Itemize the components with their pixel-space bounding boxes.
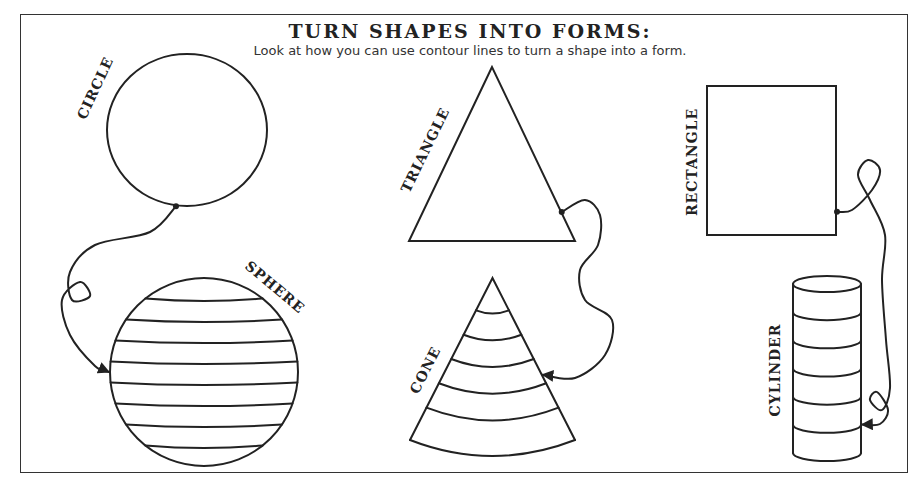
contour-line bbox=[793, 340, 861, 348]
shape-outline bbox=[792, 275, 862, 462]
diagram-title: TURN SHAPES INTO FORMS: bbox=[288, 21, 651, 42]
cylinder-form: CYLINDER bbox=[792, 275, 862, 462]
shape-outline bbox=[106, 53, 268, 207]
connector-group bbox=[543, 200, 614, 379]
cylinder-top bbox=[793, 276, 861, 292]
contour-line bbox=[111, 383, 298, 386]
contour-line bbox=[439, 383, 546, 393]
contour-line bbox=[464, 335, 522, 341]
contour-line bbox=[427, 408, 559, 421]
contour-line bbox=[115, 404, 292, 407]
cone-base bbox=[410, 440, 575, 456]
contour-line bbox=[793, 312, 861, 320]
contour-line bbox=[126, 320, 282, 323]
curly-connector bbox=[543, 200, 614, 379]
contour-line bbox=[145, 299, 262, 302]
cone-form: CONE bbox=[409, 277, 576, 458]
contour-line bbox=[793, 397, 861, 405]
contour-line bbox=[145, 446, 262, 449]
contour-line bbox=[111, 362, 298, 365]
shape-name: TRIANGLE bbox=[398, 105, 451, 194]
circle-outline bbox=[107, 54, 267, 206]
sphere-outline bbox=[110, 278, 298, 466]
shape-outline bbox=[109, 277, 299, 467]
triangle-shape: TRIANGLE bbox=[408, 66, 576, 242]
start-dot bbox=[834, 209, 840, 215]
contour-line bbox=[476, 310, 509, 313]
contour-line bbox=[793, 425, 861, 433]
contour-line bbox=[451, 359, 534, 367]
shape-name: RECTANGLE bbox=[685, 108, 699, 216]
rectangle-shape: RECTANGLE bbox=[706, 85, 837, 236]
subtitle-note: Look at how you can use contour lines to… bbox=[254, 43, 687, 59]
cylinder-base bbox=[793, 453, 861, 461]
connector-group bbox=[834, 160, 890, 425]
contour-line bbox=[793, 369, 861, 377]
shape-name: SPHERE bbox=[243, 258, 308, 316]
triangle-outline bbox=[409, 67, 575, 241]
curly-connector bbox=[837, 160, 890, 425]
contour-line bbox=[115, 341, 292, 344]
sphere-form: SPHERE bbox=[109, 277, 299, 467]
contour-line bbox=[126, 425, 282, 428]
cylinder-sides bbox=[793, 284, 861, 453]
shape-outline bbox=[408, 66, 576, 242]
circle-shape: CIRCLE bbox=[106, 53, 268, 207]
shape-name: CYLINDER bbox=[768, 324, 782, 417]
